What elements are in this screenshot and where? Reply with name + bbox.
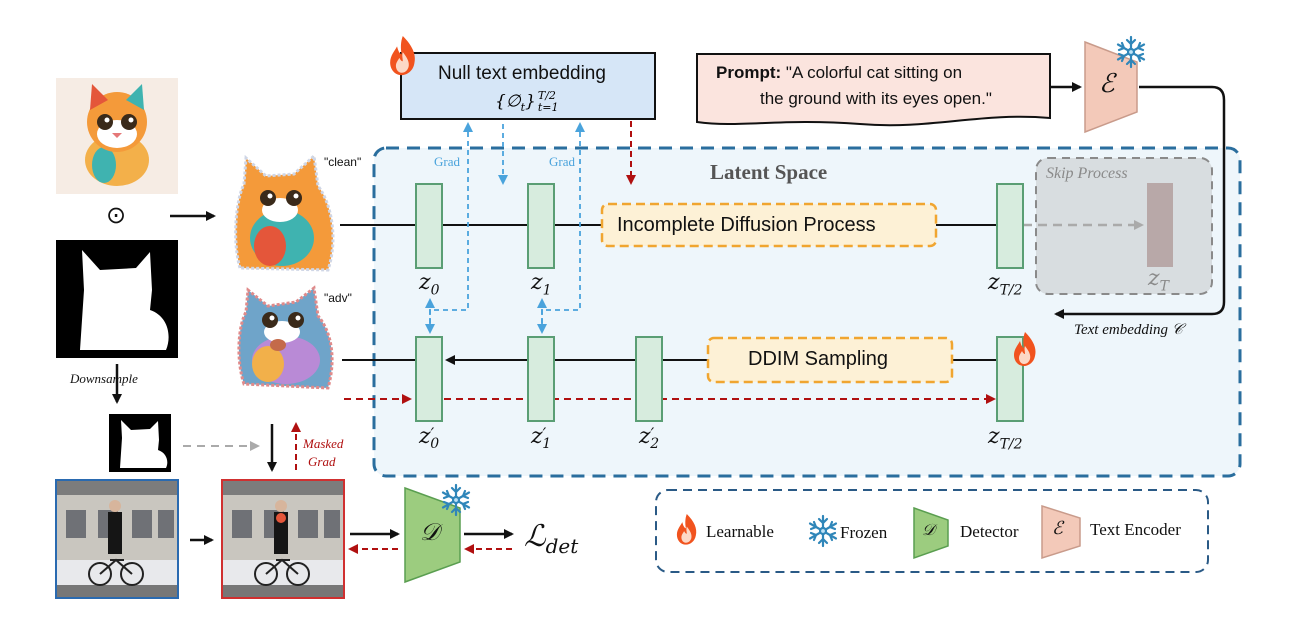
detector-shape: [404, 486, 461, 584]
zT-base: z: [1148, 266, 1160, 291]
z2p-base: z: [639, 424, 651, 449]
formula-lower: t=1: [537, 101, 559, 115]
z1-label: z1: [531, 270, 552, 299]
z1-block: [527, 183, 555, 269]
text-encoder-symbol: ℰ: [1099, 69, 1115, 99]
legend-detector-shape: [913, 506, 949, 560]
downsampled-mask-image: [109, 414, 171, 472]
z2p-sub: 2: [650, 436, 660, 453]
z0p-sup: ′: [430, 424, 435, 443]
z0p-base: z: [419, 424, 431, 449]
zT2-bottom-sub: T/2: [999, 436, 1023, 453]
incomplete-diffusion-label: Incomplete Diffusion Process: [617, 214, 876, 236]
z1p-sup: ′: [542, 424, 547, 443]
adv-cat-sticker: [237, 285, 334, 390]
mask-image: [56, 240, 178, 358]
detection-loss: ℒdet: [524, 519, 579, 558]
zT2-bottom-label: zT/2: [988, 424, 1023, 453]
detector-symbol: 𝒟: [420, 518, 440, 546]
learnable-flame-icon-null: [390, 36, 415, 76]
clean-cat-sticker: [234, 152, 335, 272]
z1p-base: z: [531, 424, 543, 449]
zT-sub: T: [1159, 278, 1169, 295]
legend-detector-symbol: 𝒟: [922, 520, 935, 539]
text-embedding-label: Text embedding 𝒞: [1074, 322, 1183, 338]
z0p-sub: 0: [430, 436, 440, 453]
formula-base: {∅: [495, 91, 521, 112]
street-photo-clean: [55, 479, 179, 599]
z0p-label: z′0: [419, 424, 440, 453]
grad-label-1: Grad: [434, 154, 460, 169]
z1p-block: [527, 336, 555, 422]
ddim-sampling-label: DDIM Sampling: [748, 348, 889, 370]
legend-detector: Detector: [960, 522, 1019, 541]
zT2-bottom-base: z: [988, 424, 1000, 449]
adv-tag: "adv": [324, 291, 352, 305]
loss-sub: det: [545, 534, 579, 558]
z1p-label: z′1: [531, 424, 552, 453]
z0-block: [415, 183, 443, 269]
legend-encoder-symbol: ℰ: [1052, 518, 1063, 539]
null-text-box: [400, 52, 656, 120]
ddim-sampling-box: [706, 336, 954, 384]
legend-learnable: Learnable: [706, 522, 774, 541]
zT2-top-base: z: [988, 270, 1000, 295]
legend-frozen: Frozen: [840, 523, 888, 542]
formula-sup: T/2: [537, 89, 556, 102]
z1-sub: 1: [542, 282, 552, 299]
zT2-top-label: zT/2: [988, 270, 1023, 299]
legend-text-encoder: Text Encoder: [1090, 520, 1181, 539]
z1p-sub: 1: [542, 436, 552, 453]
z0-sub: 0: [430, 282, 440, 299]
elementwise-product-symbol: ⊙: [106, 202, 127, 229]
masked-grad-line2: Grad: [308, 454, 336, 469]
masked-grad-line1: Masked: [303, 436, 344, 451]
clean-tag: "clean": [324, 155, 362, 169]
text-embedding-text: Text embedding: [1074, 322, 1169, 338]
zT-block: [1147, 183, 1173, 267]
z0-label: z0: [419, 270, 440, 299]
z0-base: z: [419, 270, 431, 295]
prompt-label: Prompt:: [716, 63, 782, 82]
formula-close: }: [525, 91, 536, 112]
incomplete-diffusion-box: [600, 202, 938, 248]
zT2-top-block: [996, 183, 1024, 269]
text-embedding-symbol: 𝒞: [1171, 320, 1183, 338]
z2p-block: [635, 336, 663, 422]
z2p-label: z′2: [639, 424, 660, 453]
z2p-sup: ′: [650, 424, 655, 443]
prompt-text-1: "A colorful cat sitting on: [785, 63, 963, 82]
skip-process-label: Skip Process: [1046, 165, 1128, 182]
downsample-label: Downsample: [70, 371, 138, 386]
zT2-top-sub: T/2: [999, 282, 1023, 299]
prompt-line2: the ground with its eyes open.": [760, 89, 992, 108]
z0p-block: [415, 336, 443, 422]
prompt-box: [696, 53, 1051, 127]
source-cat-image: [56, 78, 178, 194]
street-photo-adv: [221, 479, 345, 599]
legend-encoder-shape: [1041, 504, 1081, 560]
loss-base: ℒ: [524, 519, 546, 554]
prompt-line1: Prompt: "A colorful cat sitting on: [716, 64, 962, 81]
z1-base: z: [531, 270, 543, 295]
latent-space-title: Latent Space: [710, 160, 828, 184]
grad-label-2: Grad: [549, 154, 575, 169]
zT-label: zT: [1148, 266, 1169, 295]
formula-sub: t: [520, 100, 526, 114]
null-text-title: Null text embedding: [438, 63, 606, 84]
